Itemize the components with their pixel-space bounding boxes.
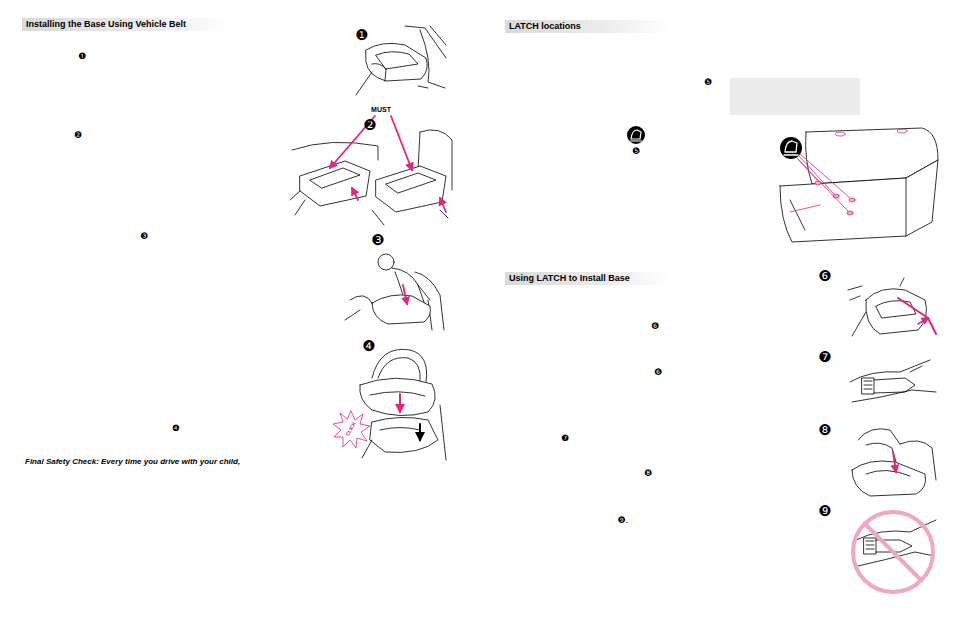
callout-number: ❾. <box>618 516 629 525</box>
callout-number: ❸ <box>140 232 148 241</box>
figure-9 <box>853 512 936 592</box>
figure-5 <box>780 128 938 242</box>
figure-number: ❽ <box>818 423 831 438</box>
callout-number: ❷ <box>74 131 82 140</box>
figure-1 <box>356 26 446 95</box>
callout-number: ❺ <box>704 78 712 87</box>
figure-number: ❶ <box>355 28 368 43</box>
callout-number: ❹ <box>172 424 180 433</box>
heading-band: Using LATCH to Install Base <box>505 272 670 285</box>
heading-band: LATCH locations <box>505 20 670 33</box>
callout-number: ❼ <box>561 434 569 443</box>
figure-6 <box>848 278 936 336</box>
latch-icon <box>627 126 645 144</box>
figure-2 <box>290 116 452 225</box>
section-heading: Final Safety Check: Every time you drive… <box>25 458 240 466</box>
callout-number: ❻ <box>651 322 659 331</box>
figure-number: ❼ <box>818 350 831 365</box>
figure-7 <box>850 360 936 402</box>
figure-4 <box>333 349 446 460</box>
note-box <box>730 78 860 115</box>
callout-number: ❺ <box>632 147 640 156</box>
sound-word: CLICK <box>345 421 357 437</box>
figure-number: ❸ <box>371 233 384 248</box>
section-heading: Installing the Base Using Vehicle Belt <box>26 19 228 30</box>
warning-word: MUST <box>371 106 391 113</box>
callout-number: ❻ <box>654 368 662 377</box>
callout-number: ❽ <box>644 469 652 478</box>
figure-number: ❷ <box>363 118 376 133</box>
figure-3 <box>345 254 444 330</box>
figure-number: ❻ <box>818 269 831 284</box>
figure-number: ❹ <box>362 339 375 354</box>
section-heading: LATCH locations <box>509 21 666 32</box>
callout-number: ❶ <box>78 52 86 61</box>
figure-8 <box>852 429 936 496</box>
figure-number: ❾ <box>818 504 831 519</box>
heading-band: Installing the Base Using Vehicle Belt <box>22 18 232 31</box>
section-heading: Using LATCH to Install Base <box>509 273 666 284</box>
